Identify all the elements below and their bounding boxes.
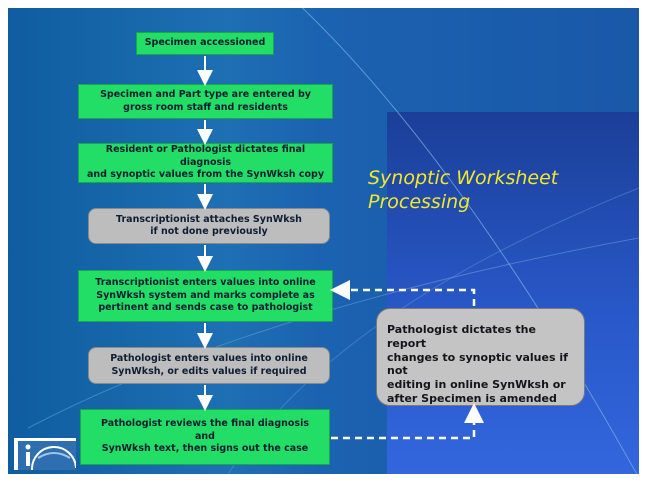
slide: Synoptic Worksheet Processing Specimen a… (8, 8, 639, 474)
step-enter-values-online: Transcriptionist enters values into onli… (78, 270, 333, 322)
side-box-pathologist-dictates: Pathologist dictates the report changes … (376, 308, 585, 406)
slide-title: Synoptic Worksheet Processing (368, 167, 559, 213)
step-sign-out-case: Pathologist reviews the final diagnosis … (80, 409, 330, 465)
dashed-arrow-from-side-box (330, 280, 476, 306)
flow-arrows (197, 56, 484, 440)
step-pathologist-edits: Pathologist enters values into online Sy… (88, 347, 330, 384)
step-part-type-entry: Specimen and Part type are entered by gr… (78, 84, 333, 119)
dashed-arrow-to-side-box (331, 403, 484, 440)
right-panel-background (387, 112, 639, 474)
institution-logo (14, 438, 76, 470)
step-specimen-accessioned: Specimen accessioned (136, 32, 274, 55)
step-attach-synwksh: Transcriptionist attaches SynWksh if not… (88, 208, 330, 244)
